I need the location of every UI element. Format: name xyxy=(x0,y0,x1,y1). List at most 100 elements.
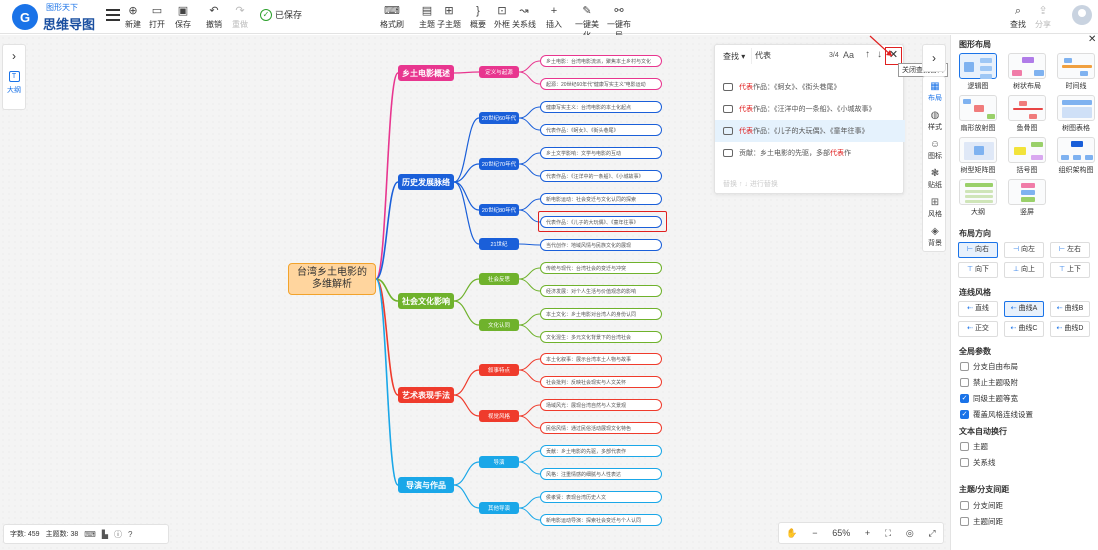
subtopic[interactable]: 20世纪60年代 xyxy=(479,112,519,124)
search-button[interactable]: ⌕查找 xyxy=(1006,3,1030,31)
layout-option[interactable]: 鱼骨图 xyxy=(1005,95,1049,133)
lines-option[interactable]: ⇠曲线D xyxy=(1050,321,1090,337)
branch-topic[interactable]: 导演与作品 xyxy=(398,477,454,493)
global_opts-checkbox[interactable]: ✓同级主题等宽 xyxy=(960,393,1018,404)
lines-option[interactable]: ⇠曲线B xyxy=(1050,301,1090,317)
leaf-topic[interactable]: 本土文化：乡土电影对台湾人的身份认同 xyxy=(540,308,662,320)
spacing_opts-checkbox[interactable]: 主题间距 xyxy=(960,516,1003,527)
subtopic[interactable]: 社会反思 xyxy=(479,273,519,285)
root-topic[interactable]: 台湾乡土电影的多维解析 xyxy=(288,263,376,295)
subtopic[interactable]: 定义与起源 xyxy=(479,66,519,78)
icon-tool[interactable]: ☺图标 xyxy=(923,139,947,161)
keyboard-icon[interactable]: ⌨ xyxy=(84,529,96,539)
fullscreen-icon[interactable]: ⤢ xyxy=(928,527,936,538)
directions-option[interactable]: ⊣向左 xyxy=(1004,242,1044,258)
fit-screen-icon[interactable]: ⛶ xyxy=(884,527,892,538)
leaf-topic[interactable]: 代表作品：《蚵女》、《街头巷尾》 xyxy=(540,124,662,136)
style-tool[interactable]: ◍样式 xyxy=(923,110,947,132)
leaf-topic[interactable]: 经济发展：对个人生活与价值观念的影响 xyxy=(540,285,662,297)
redo-button[interactable]: ↷重做 xyxy=(228,3,252,31)
leaf-topic[interactable]: 风格：注重情感的细腻与人性表达 xyxy=(540,468,662,480)
wrap_opts-checkbox[interactable]: 主题 xyxy=(960,441,988,452)
layout-option[interactable]: 组织架构图 xyxy=(1054,137,1098,175)
zoom-value[interactable]: 65% xyxy=(832,528,851,538)
directions-option[interactable]: ⊢左右 xyxy=(1050,242,1090,258)
directions-option[interactable]: ⊤上下 xyxy=(1050,262,1090,278)
layout-option[interactable]: 树图表格 xyxy=(1054,95,1098,133)
layout-option[interactable]: 树型矩阵图 xyxy=(956,137,1000,175)
leaf-topic[interactable]: 起源：20世纪60年代"健康写实主义"电影运动 xyxy=(540,78,662,90)
menu-icon[interactable] xyxy=(106,9,120,21)
lines-option[interactable]: ⇠正交 xyxy=(958,321,998,337)
sticker-tool[interactable]: ❃贴纸 xyxy=(923,168,947,190)
subtopic-button[interactable]: ⊞子主题 xyxy=(437,3,461,31)
undo-button[interactable]: ↶撤销 xyxy=(202,3,226,31)
info-icon[interactable]: ⓘ xyxy=(113,529,122,539)
hand-icon[interactable]: ✋ xyxy=(786,527,798,538)
outline-label[interactable]: 大纲 xyxy=(7,87,21,94)
leaf-topic[interactable]: 乡土文学影响：文学与电影的互动 xyxy=(540,147,662,159)
share-button[interactable]: ⇪分享 xyxy=(1031,3,1055,31)
insert-button[interactable]: +插入 xyxy=(542,3,566,31)
subtopic[interactable]: 21世纪 xyxy=(479,238,519,250)
wrap_opts-checkbox[interactable]: 关系线 xyxy=(960,457,996,468)
global_opts-checkbox[interactable]: 分支自由布局 xyxy=(960,361,1018,372)
theme-tool[interactable]: ⊞风格 xyxy=(923,197,947,219)
close-search-button[interactable]: ✕ xyxy=(885,47,902,65)
collapse-panel-icon[interactable]: › xyxy=(922,44,946,72)
leaf-topic[interactable]: 本土化叙事：展示台湾本土人物与故事 xyxy=(540,353,662,365)
directions-option[interactable]: ⊤向下 xyxy=(958,262,998,278)
match-case-icon[interactable]: Aa xyxy=(843,50,855,60)
subtopic[interactable]: 20世纪80年代 xyxy=(479,204,519,216)
branch-topic[interactable]: 历史发展脉络 xyxy=(398,174,454,190)
background-tool[interactable]: ◈背景 xyxy=(923,226,947,248)
leaf-topic[interactable]: 侯孝贤：表现台湾历史人文 xyxy=(540,491,662,503)
lines-option[interactable]: ⇠曲线C xyxy=(1004,321,1044,337)
global_opts-checkbox[interactable]: ✓覆盖风格连线设置 xyxy=(960,409,1033,420)
leaf-topic[interactable]: 社会批判：反映社会现实与人文关怀 xyxy=(540,376,662,388)
outline-icon[interactable]: T xyxy=(8,71,20,82)
layout-option[interactable]: 时间线 xyxy=(1054,53,1098,91)
layout-tool[interactable]: ▦布局 xyxy=(923,81,947,103)
help-icon[interactable]: ? xyxy=(127,529,133,539)
subtopic[interactable]: 视觉风格 xyxy=(479,410,519,422)
frame-button[interactable]: ⊡外框 xyxy=(490,3,514,31)
subtopic[interactable]: 20世纪70年代 xyxy=(479,158,519,170)
close-icon[interactable]: ✕ xyxy=(1088,34,1097,45)
topic-button[interactable]: ▤主题 xyxy=(415,3,439,31)
leaf-topic[interactable]: 新电影运动：社会变迁与文化认同的探索 xyxy=(540,193,662,205)
subtopic[interactable]: 文化认同 xyxy=(479,319,519,331)
center-icon[interactable]: ◎ xyxy=(905,527,914,538)
branch-topic[interactable]: 乡土电影概述 xyxy=(398,65,454,81)
spacing_opts-checkbox[interactable]: 分支间距 xyxy=(960,500,1003,511)
search-result[interactable]: 代表作品：《蚵女》、《街头巷尾》 xyxy=(715,76,905,98)
new-button[interactable]: ⊕新建 xyxy=(121,3,145,31)
leaf-topic[interactable]: 当代创作：地域风情与民族文化的展现 xyxy=(540,239,662,251)
leaf-topic[interactable]: 场域风光：展现台湾自然与人文景观 xyxy=(540,399,662,411)
leaf-topic[interactable]: 代表作品：《汪洋中的一条船》、《小城故事》 xyxy=(540,170,662,182)
layout-option[interactable]: 大纲 xyxy=(956,179,1000,217)
search-type-dropdown[interactable]: 查找 ▾ xyxy=(723,52,746,61)
layout-option[interactable]: 括号图 xyxy=(1005,137,1049,175)
leaf-topic[interactable]: 贡献：乡土电影的先驱，多部代表作 xyxy=(540,445,662,457)
expand-left-icon[interactable]: › xyxy=(12,49,16,63)
leaf-topic[interactable]: 代表作品：《儿子的大玩偶》、《童年往事》 xyxy=(540,216,662,228)
lines-option[interactable]: ⇠直线 xyxy=(958,301,998,317)
open-button[interactable]: ▭打开 xyxy=(145,3,169,31)
directions-option[interactable]: ⊢向右 xyxy=(958,242,998,258)
zoom-in-button[interactable]: + xyxy=(864,528,871,538)
branch-topic[interactable]: 社会文化影响 xyxy=(398,293,454,309)
layout-option[interactable]: 树状布局 xyxy=(1005,53,1049,91)
search-result[interactable]: 代表作品：《汪洋中的一条船》、《小城故事》 xyxy=(715,98,905,120)
save-button[interactable]: ▣保存 xyxy=(171,3,195,31)
avatar[interactable] xyxy=(1072,5,1092,25)
relation-button[interactable]: ↝关系线 xyxy=(512,3,536,31)
layout-option[interactable]: 扇形放射图 xyxy=(956,95,1000,133)
leaf-topic[interactable]: 民俗风情：通过民俗活动展现文化特色 xyxy=(540,422,662,434)
subtopic[interactable]: 其他导演 xyxy=(479,502,519,514)
search-result[interactable]: 代表作品：《儿子的大玩偶》、《童年往事》 xyxy=(715,120,905,142)
next-match-icon[interactable]: ↓ xyxy=(877,49,882,60)
leaf-topic[interactable]: 健康写实主义：台湾电影的本土化起点 xyxy=(540,101,662,113)
subtopic[interactable]: 叙事特点 xyxy=(479,364,519,376)
leaf-topic[interactable]: 文化混生：多元文化背景下的台湾社会 xyxy=(540,331,662,343)
